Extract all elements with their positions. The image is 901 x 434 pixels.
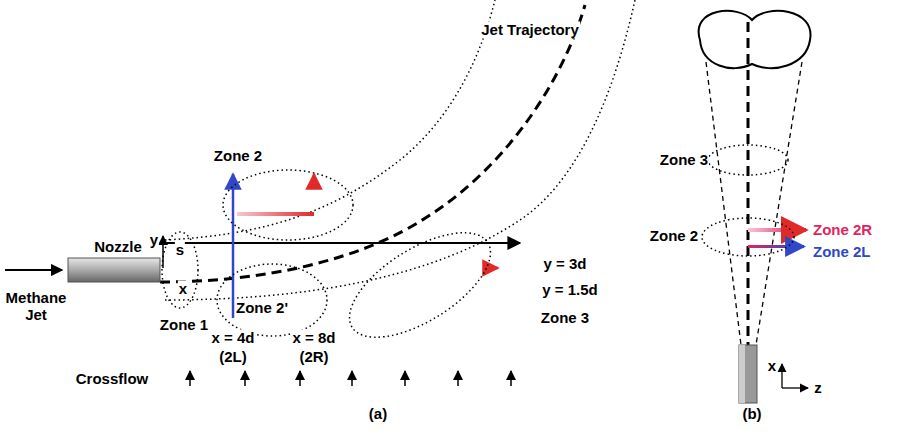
jet-boundary [165, 0, 495, 240]
text-label: x [178, 280, 188, 297]
text-label: z [813, 379, 823, 396]
zone-outline [333, 212, 507, 358]
text-label: (2R) [298, 348, 329, 365]
zone-arrow [794, 245, 804, 248]
text-label: (2L) [218, 348, 248, 365]
node-outline [221, 168, 355, 242]
traverse-line [163, 242, 520, 244]
nozzle-tube [739, 345, 757, 403]
axis-arrow [782, 387, 808, 388]
zone-label: Zone 1 [159, 316, 209, 333]
text-label: Crossflow [75, 370, 150, 387]
zone-arrow [748, 245, 798, 248]
jet-boundary [165, 0, 635, 300]
traverse-line [490, 267, 498, 270]
zone-label: Zone 2' [235, 299, 289, 316]
text-label: x = 4d [211, 329, 256, 346]
zone-ellipse: Zone 3 [335, 225, 505, 345]
jet-trajectory [160, 5, 585, 282]
text-label: (b) [741, 405, 762, 422]
text-label: Zone 2L [812, 243, 872, 260]
zone-outline [708, 145, 788, 175]
text-label: y = 3d [543, 255, 588, 272]
zone-label: Zone 3 [540, 309, 590, 326]
text-label: s [175, 241, 185, 258]
zone-ellipse: Zone 3 [706, 143, 790, 177]
zone-outline [217, 264, 327, 336]
inflow-arrow [5, 269, 62, 271]
text-label: y [149, 231, 159, 248]
zone-ellipse: Zone 2' [215, 262, 329, 338]
zone-ellipse: Zone 2 [221, 168, 355, 242]
traverse-line [163, 267, 497, 270]
zone-ellipse: Zone 2 [700, 216, 796, 258]
traverse-line [313, 174, 316, 318]
zone-outline [162, 232, 198, 308]
text-label: x [767, 357, 777, 374]
nozzle-highlight [739, 345, 745, 403]
traverse-line [313, 174, 316, 185]
jet-cross-section [699, 11, 811, 68]
zone-label: Zone 2 [649, 227, 699, 244]
node-outline [335, 225, 505, 345]
cone-edge [756, 62, 802, 345]
zone-label: Zone 2 [213, 147, 263, 164]
text-label: (a) [368, 405, 388, 422]
jet-axis [747, 22, 750, 345]
nozzle-tube [68, 258, 160, 282]
traverse-line [237, 212, 314, 216]
text-label: x = 8d [292, 329, 337, 346]
node-outline [706, 143, 790, 177]
zone-arrow [748, 228, 800, 232]
zone-outline [702, 218, 794, 256]
crossflow-arrows [190, 371, 511, 386]
zone-label: Zone 3 [659, 151, 709, 168]
node-outline [700, 216, 796, 258]
text-label: Zone 2R [812, 221, 873, 238]
text-label: y = 1.5d [541, 281, 598, 298]
cone-edge [706, 62, 741, 345]
axis-arrow [781, 364, 782, 388]
zone-label: Nozzle [93, 238, 143, 255]
traverse-line [232, 174, 235, 318]
zone-arrow [795, 228, 806, 232]
text-label: Jet Trajectory [480, 21, 580, 38]
zone-outline [223, 170, 353, 240]
text-label: Methane Jet [3, 289, 69, 324]
